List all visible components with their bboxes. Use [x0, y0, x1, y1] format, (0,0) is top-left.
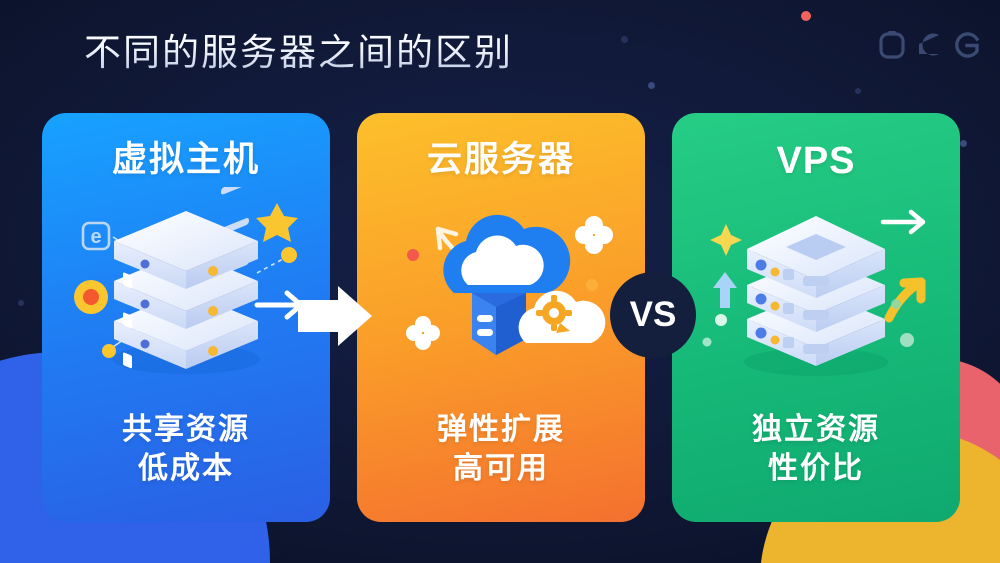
card-footer: 独立资源 性价比: [752, 411, 880, 488]
clover-decor-bottom: [406, 315, 440, 350]
cloud-server-icon: [357, 184, 645, 380]
card-vps[interactable]: VPS: [672, 113, 960, 522]
card-title: VPS: [776, 140, 856, 182]
arrow-right-icon: [296, 280, 374, 352]
logo-6-icon: [919, 33, 939, 56]
card-footer: 共享资源 低成本: [122, 411, 250, 488]
card-shared-hosting[interactable]: 虚拟主机: [42, 113, 330, 522]
edge-badge-icon: e: [81, 221, 111, 250]
decor-dot-6: [18, 300, 24, 306]
card-footer: 弹性扩展 高可用: [437, 411, 565, 488]
decor-dot-1: [621, 36, 628, 43]
page-title: 不同的服务器之间的区别: [84, 22, 513, 76]
logo-g-icon: [955, 32, 980, 58]
vps-server-icon: [672, 187, 960, 383]
stacked-server-icon: e: [42, 184, 330, 380]
vs-label: VS: [629, 295, 677, 334]
card-title: 虚拟主机: [111, 140, 260, 179]
decor-dot-2: [648, 82, 655, 89]
decor-dot-3: [855, 88, 861, 94]
card-footer-line-1: 独立资源: [752, 413, 880, 447]
card-footer-line-1: 共享资源: [122, 413, 250, 447]
card-cloud-server[interactable]: 云服务器: [357, 113, 645, 522]
card-footer-line-1: 弹性扩展: [437, 413, 565, 447]
decor-dot-5: [960, 140, 967, 147]
brand-logo: [878, 30, 980, 60]
card-title: 云服务器: [426, 140, 575, 179]
svg-text:e: e: [90, 226, 101, 248]
vs-badge: VS: [610, 272, 696, 358]
clover-decor-top: [575, 215, 613, 254]
decor-dot-4: [330, 60, 336, 66]
card-footer-line-2: 低成本: [138, 451, 234, 485]
card-footer-line-2: 性价比: [768, 451, 864, 485]
card-footer-line-2: 高可用: [453, 451, 549, 485]
logo-o-icon: [879, 31, 905, 59]
decor-dot-coral: [801, 11, 811, 21]
